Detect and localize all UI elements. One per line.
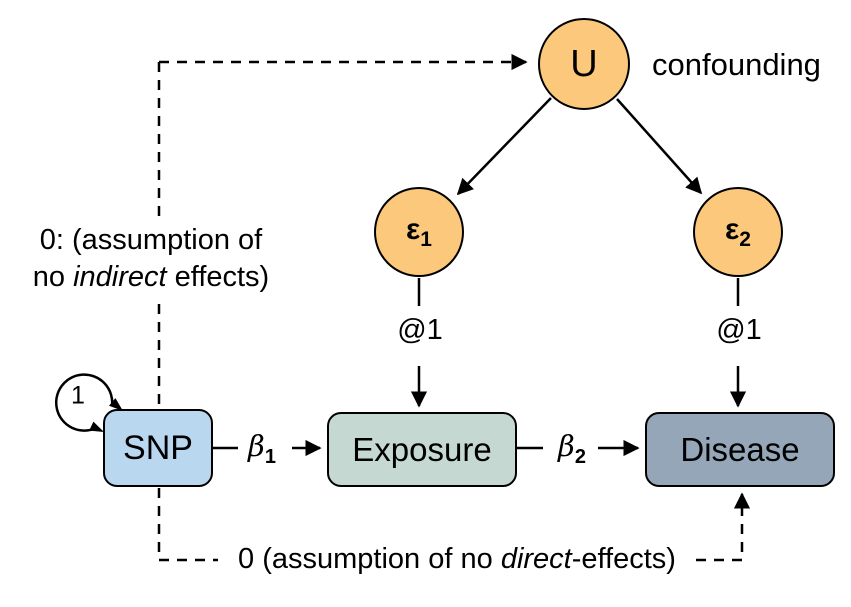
confounding-label: confounding (652, 47, 821, 82)
node-eps2-label: ε2 (725, 212, 751, 251)
snp-variance-loop (54, 373, 114, 432)
no-direct-effects-annotation: 0 (assumption of no direct-effects) (238, 543, 676, 575)
snp-variance-label: 1 (71, 381, 85, 410)
node-eps1-label: ε1 (406, 212, 432, 251)
dashed-snp-to-disease-left (157, 488, 218, 562)
node-exposure-label: Exposure (352, 430, 492, 468)
no-indirect-effects-annotation: 0: (assumption of no indirect effects) (32, 224, 270, 293)
arrow-u-to-eps2 (616, 98, 703, 195)
snp-variance-loop-arrowhead-top (109, 398, 123, 411)
node-disease-label: Disease (680, 430, 800, 468)
node-snp-label: SNP (123, 428, 193, 467)
node-eps2: ε2 (693, 187, 783, 277)
arrow-u-to-eps1 (456, 97, 552, 196)
beta2-label: β2 (558, 429, 586, 468)
node-disease: Disease (645, 412, 835, 487)
eps2-loading-label: @1 (716, 314, 762, 346)
node-eps1: ε1 (374, 187, 464, 277)
node-confounder-u: U (538, 18, 630, 110)
node-exposure: Exposure (327, 412, 517, 487)
node-snp: SNP (103, 409, 213, 487)
snp-variance-loop-arrowhead-bottom (89, 421, 104, 432)
node-confounder-u-label: U (570, 42, 598, 85)
dashed-snp-to-disease-right (696, 492, 751, 562)
beta1-label: β1 (248, 429, 276, 468)
eps1-loading-label: @1 (397, 314, 443, 346)
